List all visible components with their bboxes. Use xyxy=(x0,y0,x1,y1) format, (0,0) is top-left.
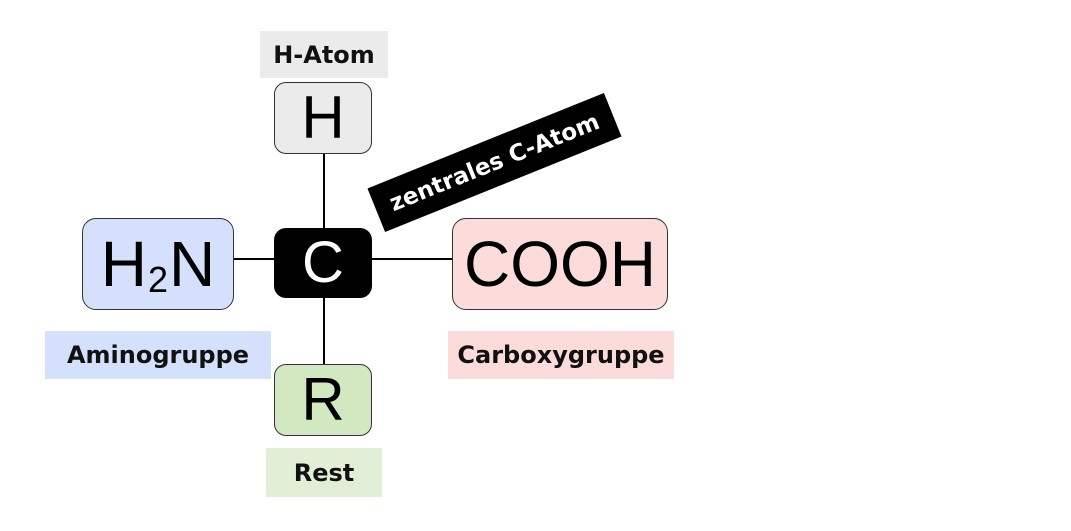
carboxy-group-symbol: COOH xyxy=(464,228,656,300)
residue-symbol: R xyxy=(301,366,345,433)
central-carbon-symbol: C xyxy=(302,230,344,295)
amino-group-n: N xyxy=(169,228,216,300)
residue-box: R xyxy=(274,364,372,436)
residue-label: Rest xyxy=(266,448,382,497)
carboxy-group-box: COOH xyxy=(452,218,668,310)
central-carbon-label: zentrales C-Atom xyxy=(367,92,622,233)
amino-group-subscript: 2 xyxy=(147,259,169,300)
bond-c-cooh xyxy=(372,258,452,260)
bond-c-h xyxy=(323,154,325,228)
amino-group-h: H xyxy=(100,228,147,300)
bond-c-nh2 xyxy=(234,258,274,260)
hydrogen-atom-symbol: H xyxy=(301,84,345,151)
amino-group-label: Aminogruppe xyxy=(45,331,271,379)
hydrogen-atom-label: H-Atom xyxy=(260,31,388,78)
bond-c-r xyxy=(323,298,325,364)
central-carbon-atom: C xyxy=(274,228,372,298)
carboxy-group-label: Carboxygruppe xyxy=(448,331,674,379)
hydrogen-atom: H xyxy=(274,82,372,154)
